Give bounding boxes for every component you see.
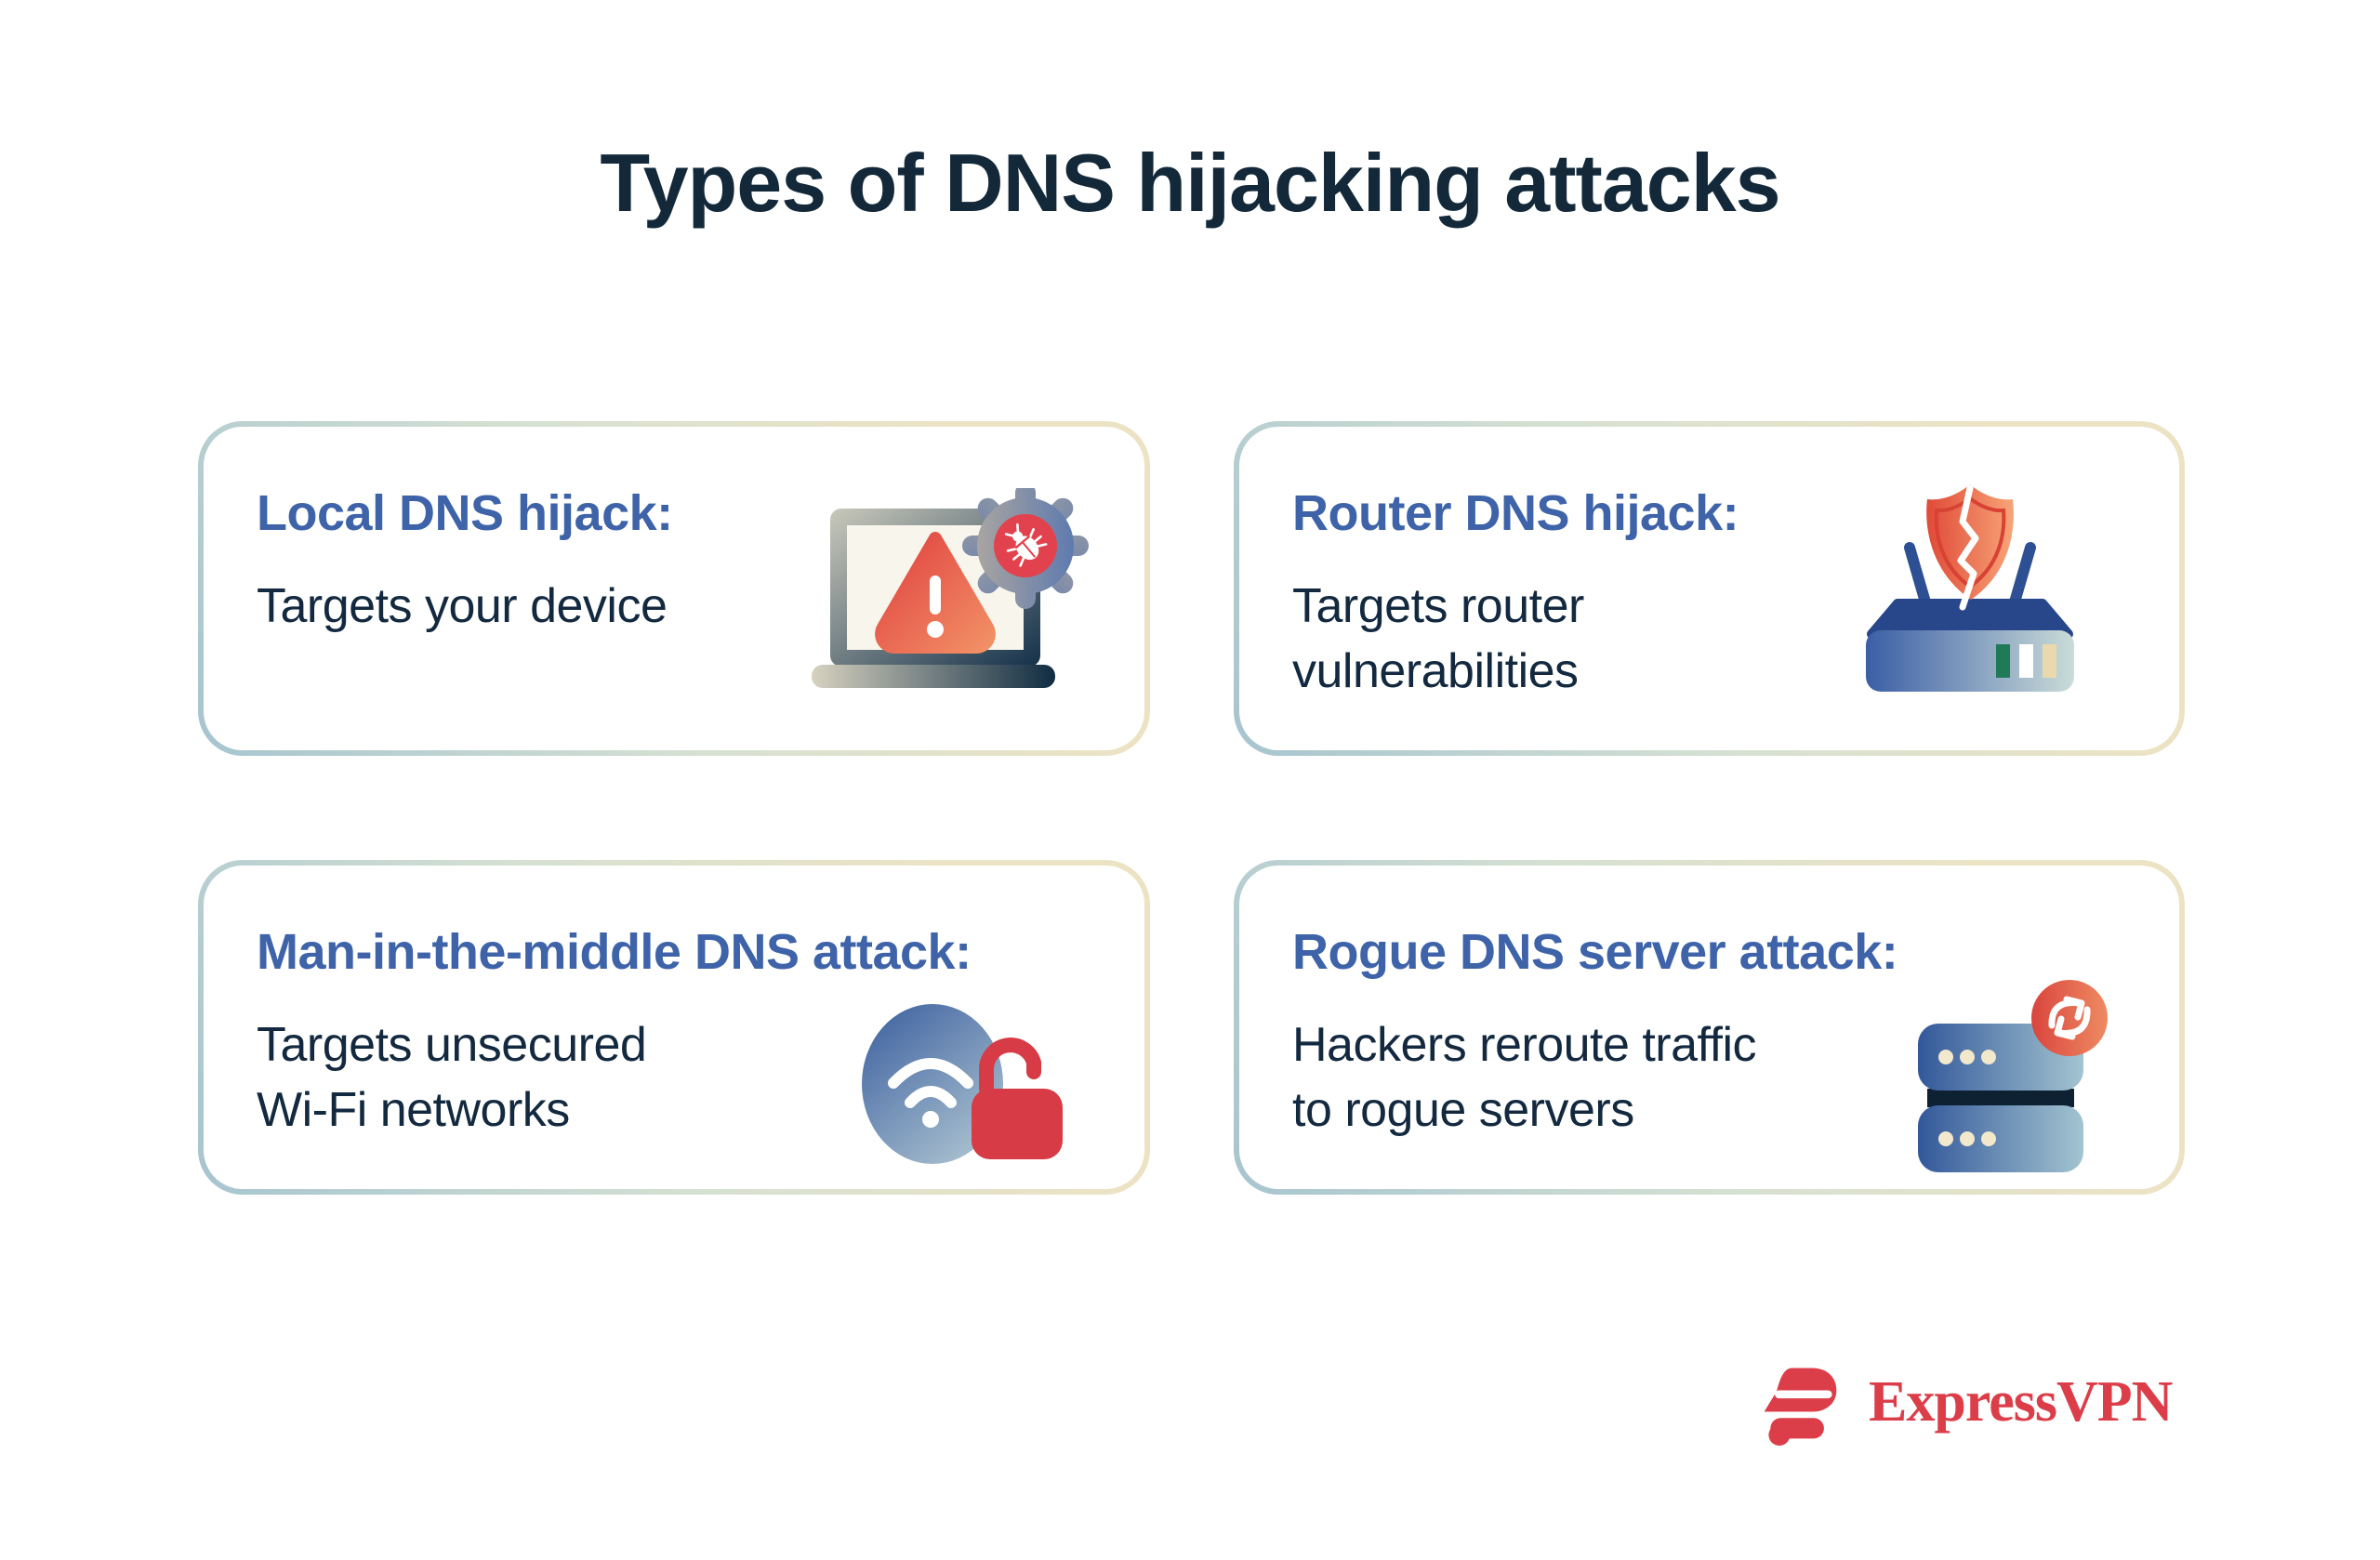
wifi-open-lock-icon bbox=[862, 1004, 1063, 1164]
card-body: Hackers reroute traffic to rogue servers bbox=[1292, 1018, 1757, 1137]
card-body: Targets router vulnerabilities bbox=[1292, 579, 1584, 698]
card-rogue-dns-server: Rogue DNS server attack: Hackers reroute… bbox=[1234, 860, 2185, 1195]
card-rogue-inner: Rogue DNS server attack: Hackers reroute… bbox=[1239, 866, 2179, 1189]
page-title: Types of DNS hijacking attacks bbox=[600, 137, 1780, 229]
card-heading: Local DNS hijack: bbox=[257, 485, 673, 541]
card-heading: Rogue DNS server attack: bbox=[1292, 924, 1898, 980]
card-body: Targets your device bbox=[257, 579, 668, 633]
card-body: Targets unsecured Wi-Fi networks bbox=[257, 1018, 647, 1137]
card-mitm-dns-attack: Man-in-the-middle DNS attack: Targets un… bbox=[198, 860, 1150, 1195]
card-local-inner: Local DNS hijack: Targets your device bbox=[204, 427, 1144, 750]
bug-glyph bbox=[1004, 522, 1048, 567]
card-heading: Man-in-the-middle DNS attack: bbox=[257, 924, 972, 980]
server-reroute-icon bbox=[1918, 980, 2108, 1172]
card-router-dns-hijack: Router DNS hijack: Targets router vulner… bbox=[1234, 421, 2185, 756]
card-heading: Router DNS hijack: bbox=[1292, 485, 1739, 541]
laptop-warning-icon bbox=[812, 488, 1089, 688]
router-shield-icon bbox=[1866, 484, 2074, 692]
brand-name: ExpressVPN bbox=[1869, 1369, 2173, 1434]
card-router-inner: Router DNS hijack: Targets router vulner… bbox=[1239, 427, 2179, 750]
card-local-dns-hijack: Local DNS hijack: Targets your device bbox=[198, 421, 1150, 756]
expressvpn-logo-icon bbox=[1764, 1368, 1837, 1447]
card-mitm-inner: Man-in-the-middle DNS attack: Targets un… bbox=[204, 866, 1144, 1189]
brand-footer: ExpressVPN bbox=[1755, 1357, 2173, 1447]
